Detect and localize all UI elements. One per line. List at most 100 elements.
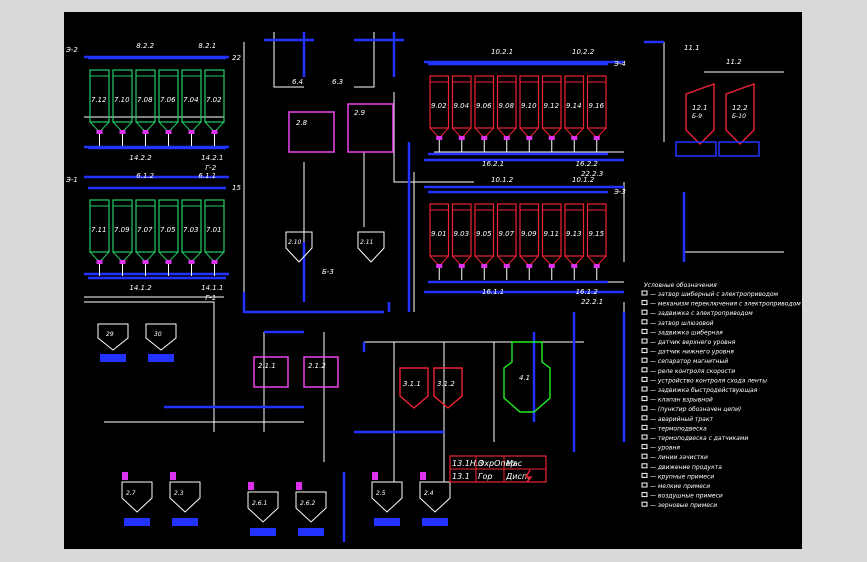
dryer-bottom-b-label: 2.1.2 (308, 362, 326, 370)
title-block-cell: Дисп. (505, 472, 530, 481)
cyclone-label: 4.1 (519, 374, 530, 382)
bottom-left-hopper-label: 2.7 (126, 490, 136, 497)
bottom-mid-hopper-label: 2.6.1 (252, 500, 267, 507)
top-left-bin-label: 7.02 (206, 96, 222, 104)
top-right-bin-gate (481, 136, 488, 140)
silo-sub-a: Б-9 (692, 113, 702, 120)
legend-item: — затвор шиберный с электроприводом (650, 291, 779, 298)
bottom-mid-truck (298, 528, 324, 536)
legend-symbol (641, 376, 648, 382)
legend-symbol (641, 319, 648, 325)
top-left-bin-gate (165, 130, 172, 134)
bottom-left-hopper (121, 481, 153, 513)
mid-right-bin-label: 9.15 (589, 230, 605, 238)
legend-symbol (641, 348, 648, 354)
legend-symbol (641, 290, 648, 296)
red-tank (399, 367, 429, 409)
dryer-bottom-b (303, 356, 339, 388)
top-left-bin (204, 69, 225, 123)
silo-label-a: 12.1 (692, 104, 708, 112)
legend-item: — задвижка шиберная (650, 329, 723, 336)
top-right-bin-label: 9.02 (431, 102, 447, 110)
bottom-left-hopper (169, 481, 201, 513)
top-left-label-bottom2: 14.2.1 (201, 154, 223, 162)
top-right-label-bottom: 16.2.1 (482, 160, 504, 168)
silo-label-top: 11.1 (684, 44, 700, 52)
mid-left-bin-label: 7.03 (183, 226, 199, 234)
center-hopper-label: 2.11 (360, 239, 373, 246)
mid-right-bin (519, 203, 540, 257)
mid-right-bin-gate (503, 264, 510, 268)
legend-item: — аварийный тракт (650, 416, 713, 423)
legend-item: — зерновые примеси (650, 502, 717, 509)
top-left-bin-gate (96, 130, 103, 134)
legend-item: — реле контроля скорости (650, 368, 735, 375)
legend-item: — мелкие примеси (650, 483, 710, 490)
title-block-cell: Мас (506, 459, 523, 468)
small-silo (97, 323, 129, 351)
legend-item: — уровня (650, 445, 680, 452)
top-right-bin-label: 9.16 (589, 102, 605, 110)
feed-b-label: 6.3 (332, 78, 343, 86)
bottom-right-gate (372, 472, 378, 480)
lightning-icon (524, 469, 533, 483)
top-right-bin-label: 9.14 (566, 102, 582, 110)
mid-right-bin (586, 203, 607, 257)
legend-item: — сепаратор магнитный (650, 358, 728, 365)
top-right-bin-gate (571, 136, 578, 140)
title-block-cell: 13.1Н.3 (452, 459, 483, 468)
red-tank-label: 3.1.1 (403, 380, 421, 388)
legend-symbol (641, 434, 648, 440)
mid-left-bin-label: 7.05 (160, 226, 176, 234)
mid-left-bin-gate (211, 260, 218, 264)
legend-item: — движение продукта (650, 464, 722, 471)
bottom-right-truck (374, 518, 400, 526)
legend-symbol (641, 328, 648, 334)
mid-left-bin-label: 7.07 (137, 226, 153, 234)
legend-item: — датчик верхнего уровня (650, 339, 736, 346)
bottom-mid-truck (250, 528, 276, 536)
mid-left-label-top2: 6.1.1 (198, 172, 216, 180)
mid-right-bin-gate (458, 264, 465, 268)
top-right-bin (451, 75, 472, 129)
center-hopper-label: 2.10 (288, 239, 302, 246)
silo-b (725, 83, 755, 145)
mid-left-bin (135, 199, 156, 253)
top-right-bin-gate (458, 136, 465, 140)
legend-item: — затвор шлюзовой (650, 320, 714, 327)
top-left-bin-gate (119, 130, 126, 134)
mid-left-bin (158, 199, 179, 253)
dryer-b (347, 103, 394, 153)
top-right-bin (541, 75, 562, 129)
legend-item: — задвижка быстродействующая (650, 387, 758, 394)
mid-right-label-bottom: 16.1.1 (482, 288, 504, 296)
legend-symbol (641, 386, 648, 392)
conveyor-lines (84, 32, 686, 542)
top-left-bin-label: 7.04 (183, 96, 199, 104)
bottom-right-truck (422, 518, 448, 526)
title-block-cell: 13.1 (452, 472, 470, 481)
top-right-bin-gate (526, 136, 533, 140)
mid-left-bin-gate (165, 260, 172, 264)
legend-symbol (641, 338, 648, 344)
mid-right-bin-gate (548, 264, 555, 268)
mid-left-tag-right: 15 (232, 184, 241, 192)
mid-left-bin (204, 199, 225, 253)
center-hopper (285, 231, 313, 263)
mid-right-tag-bottom: 22.2.1 (581, 298, 603, 306)
mid-right-bin-gate (593, 264, 600, 268)
top-right-bin-label: 9.10 (521, 102, 537, 110)
legend-item: — линии зачистки (650, 454, 708, 461)
red-tank (433, 367, 463, 409)
mid-right-bin (496, 203, 517, 257)
mid-right-tag-right: Э-3 (613, 188, 626, 196)
mid-right-bin-label: 9.01 (431, 230, 447, 238)
legend-symbol (641, 309, 648, 315)
mid-right-bin-gate (436, 264, 443, 268)
top-left-bin (158, 69, 179, 123)
mid-left-bin (112, 199, 133, 253)
legend-item: — крупные примеси (650, 473, 714, 480)
top-right-bin-gate (593, 136, 600, 140)
legend-item: — термоподвеска с датчиками (650, 435, 748, 442)
small-silo-truck (100, 354, 126, 362)
